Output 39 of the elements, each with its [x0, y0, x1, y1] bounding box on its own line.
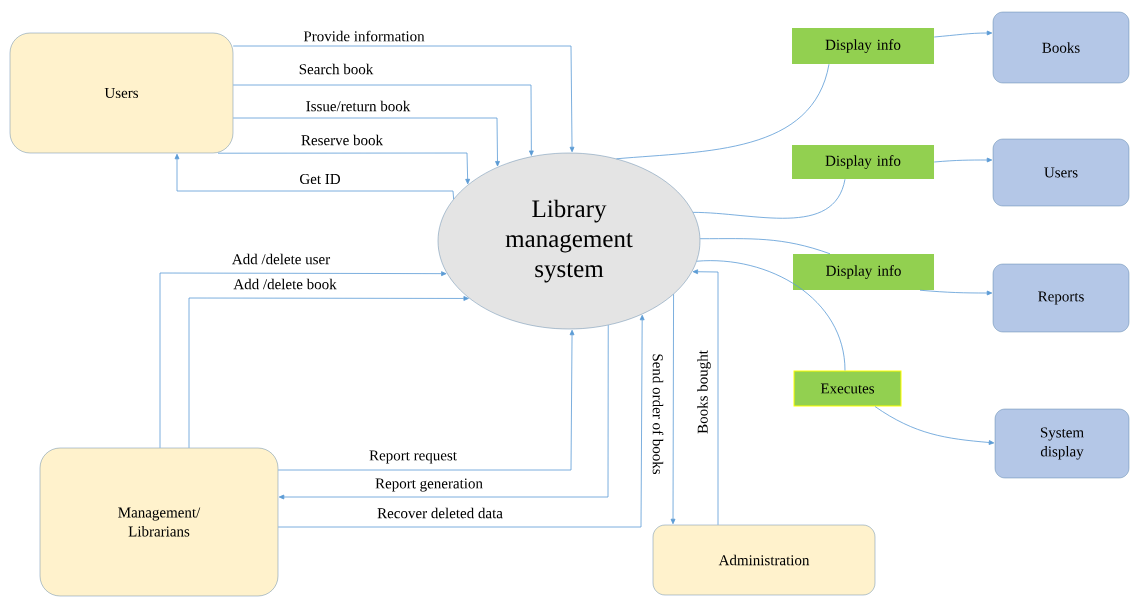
arrow	[232, 84, 534, 156]
entity-box: Users	[9, 32, 234, 154]
arrow	[933, 157, 993, 163]
arrow	[670, 293, 676, 525]
output-box: Users	[992, 138, 1130, 207]
edge-label: Recover deleted data	[376, 506, 504, 520]
edge-label: Report request	[368, 449, 458, 465]
edge-label: Report generation	[374, 477, 484, 493]
arrow	[919, 289, 993, 296]
flow-label-box: Display info	[793, 254, 934, 290]
edge-label: Add /delete user	[230, 252, 332, 266]
entity-box: Management/ Librarians	[39, 447, 279, 597]
output-box: System display	[994, 408, 1130, 479]
arrow	[217, 152, 471, 185]
arrow	[277, 329, 575, 471]
edge-label: Books bought	[696, 349, 712, 435]
entity-box: Administration	[652, 524, 876, 596]
arrow	[232, 45, 575, 153]
edge-label: Get ID	[298, 172, 342, 186]
edge-label: Search book	[297, 62, 375, 76]
flow-label-box: Executes	[793, 370, 902, 407]
edge-label: Add /delete book	[232, 277, 338, 291]
edge-label: Reserve book	[300, 133, 385, 147]
arrow	[159, 271, 447, 449]
output-box: Books	[992, 11, 1130, 84]
edge-label: Issue/return book	[304, 99, 412, 113]
arrow	[188, 296, 469, 449]
edge-label: Send order of books	[651, 352, 665, 476]
flow-label-box: Display info	[792, 28, 934, 64]
arrow	[933, 30, 993, 38]
output-box: Reports	[992, 263, 1130, 333]
arrow	[874, 406, 995, 445]
arrow	[278, 324, 609, 500]
edge-label: Provide information	[302, 29, 426, 43]
arrow	[692, 269, 719, 526]
arrow	[174, 153, 455, 200]
arrow	[232, 117, 500, 167]
flow-label-box: Display info	[792, 145, 934, 179]
arrow	[277, 314, 645, 528]
